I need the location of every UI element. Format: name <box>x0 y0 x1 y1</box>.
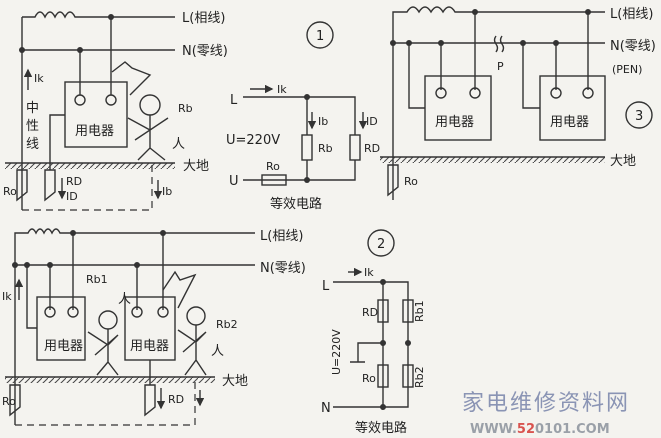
label-phase-line: L(相线) <box>610 7 653 22</box>
label-rb: Rb <box>178 102 193 115</box>
label-rb2: Rb2 <box>216 318 238 331</box>
label-neutral-line: N(零线) <box>182 44 228 59</box>
label-rd: RD <box>168 393 184 406</box>
label-p: P <box>497 60 504 73</box>
label-l: L <box>322 279 330 294</box>
label-neutral-char: 线 <box>26 137 39 152</box>
watermark-title: 家电维修资料网 <box>462 391 630 416</box>
label-ground: 大地 <box>222 374 248 389</box>
label-ro: Ro <box>362 372 376 385</box>
label-device: 用电器 <box>75 124 114 139</box>
figure-2-wiring: L(相线) N(零线) Ik Rb1 人 Rb2 人 用电器 用电器 大地 Ro… <box>2 228 395 426</box>
label-ro: Ro <box>404 175 418 188</box>
resistor-ro <box>16 169 28 202</box>
label-person: 人 <box>118 292 131 307</box>
label-ro: Ro <box>2 395 16 408</box>
figure-2-equivalent: Ik L N RD Ro Rb1 Rb2 U=220V 等效电路 <box>321 266 426 436</box>
resistor-rd <box>44 169 56 202</box>
label-ground: 大地 <box>183 159 209 174</box>
label-neutral-char: 中 <box>26 101 39 116</box>
label-l: L <box>230 93 238 108</box>
label-neutral-line: N(零线) <box>610 39 656 54</box>
label-ik: Ik <box>34 72 44 85</box>
label-person: 人 <box>211 344 224 359</box>
person-icon <box>87 310 119 376</box>
figure-3-wiring: P L(相线) N(零线) (PEN) 用电器 用电器 大地 Ro 3 <box>380 6 656 200</box>
watermark: 家电维修资料网 WWW.520101.COM <box>462 391 630 437</box>
label-n: N <box>321 401 331 416</box>
label-rb: Rb <box>318 142 333 155</box>
label-equivalent-circuit: 等效电路 <box>270 196 322 212</box>
label-device: 用电器 <box>435 115 474 130</box>
label-id: ID <box>66 190 78 203</box>
figure-number: 3 <box>635 109 643 124</box>
figure-1-wiring: L(相线) N(零线) Ik 中 性 线 用电器 Rb 人 大地 Ro RD I… <box>3 11 334 211</box>
label-pen: (PEN) <box>612 63 642 76</box>
label-rd: RD <box>66 175 82 188</box>
figure-number: 1 <box>316 29 324 44</box>
label-phase-line: L(相线) <box>182 11 225 26</box>
label-device: 用电器 <box>44 339 83 354</box>
label-rd: RD <box>364 142 380 155</box>
label-voltage: U=220V <box>226 133 280 148</box>
label-neutral-line: N(零线) <box>260 261 306 276</box>
label-rb1: Rb1 <box>413 300 426 322</box>
label-equivalent-circuit: 等效电路 <box>355 420 407 436</box>
label-phase-line: L(相线) <box>260 229 303 244</box>
label-id: ID <box>366 115 378 128</box>
label-ro: Ro <box>266 160 280 173</box>
person-icon <box>177 306 207 376</box>
figure-1-equivalent: Ik L U U=220V Ib Rb ID RD Ro 等效电路 <box>226 83 380 212</box>
label-ik: Ik <box>277 83 287 96</box>
label-neutral-char: 性 <box>26 119 39 134</box>
label-ib: Ib <box>162 185 172 198</box>
label-u: U <box>229 174 239 189</box>
fault-spark <box>111 61 152 96</box>
figure-number: 2 <box>377 237 385 252</box>
label-ik: Ik <box>2 290 12 303</box>
watermark-url: WWW.520101.COM <box>470 422 610 437</box>
label-device: 用电器 <box>550 115 589 130</box>
person-icon <box>127 94 169 161</box>
label-rb2: Rb2 <box>413 366 426 388</box>
label-rd: RD <box>362 306 378 319</box>
label-ib: Ib <box>318 115 328 128</box>
label-ro: Ro <box>3 185 17 198</box>
label-rb1: Rb1 <box>86 273 108 286</box>
label-device: 用电器 <box>130 339 169 354</box>
label-ik: Ik <box>364 266 374 279</box>
label-voltage: U=220V <box>330 329 343 375</box>
label-ground: 大地 <box>610 154 636 169</box>
label-person: 人 <box>172 137 185 152</box>
